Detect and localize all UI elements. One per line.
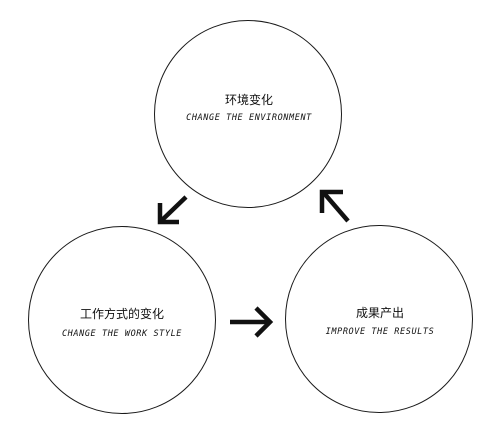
node-environment-circle (154, 20, 342, 208)
arrow-down-left-icon (157, 195, 188, 225)
node-results-title-zh: 成果产出 (355, 306, 405, 320)
node-work-style-title-en: CHANGE THE WORK STYLE (61, 329, 183, 339)
node-work-style-circle (28, 226, 216, 414)
arrow-right-icon (230, 306, 274, 338)
arrow-up-left-icon (319, 189, 350, 223)
node-environment-title-zh: 环境变化 (224, 93, 274, 107)
node-results-title-en: IMPROVE THE RESULTS (325, 327, 435, 337)
node-work-style-title-zh: 工作方式的变化 (79, 307, 165, 321)
node-environment-title-en: CHANGE THE ENVIRONMENT (186, 113, 312, 123)
node-results-circle (285, 225, 473, 413)
